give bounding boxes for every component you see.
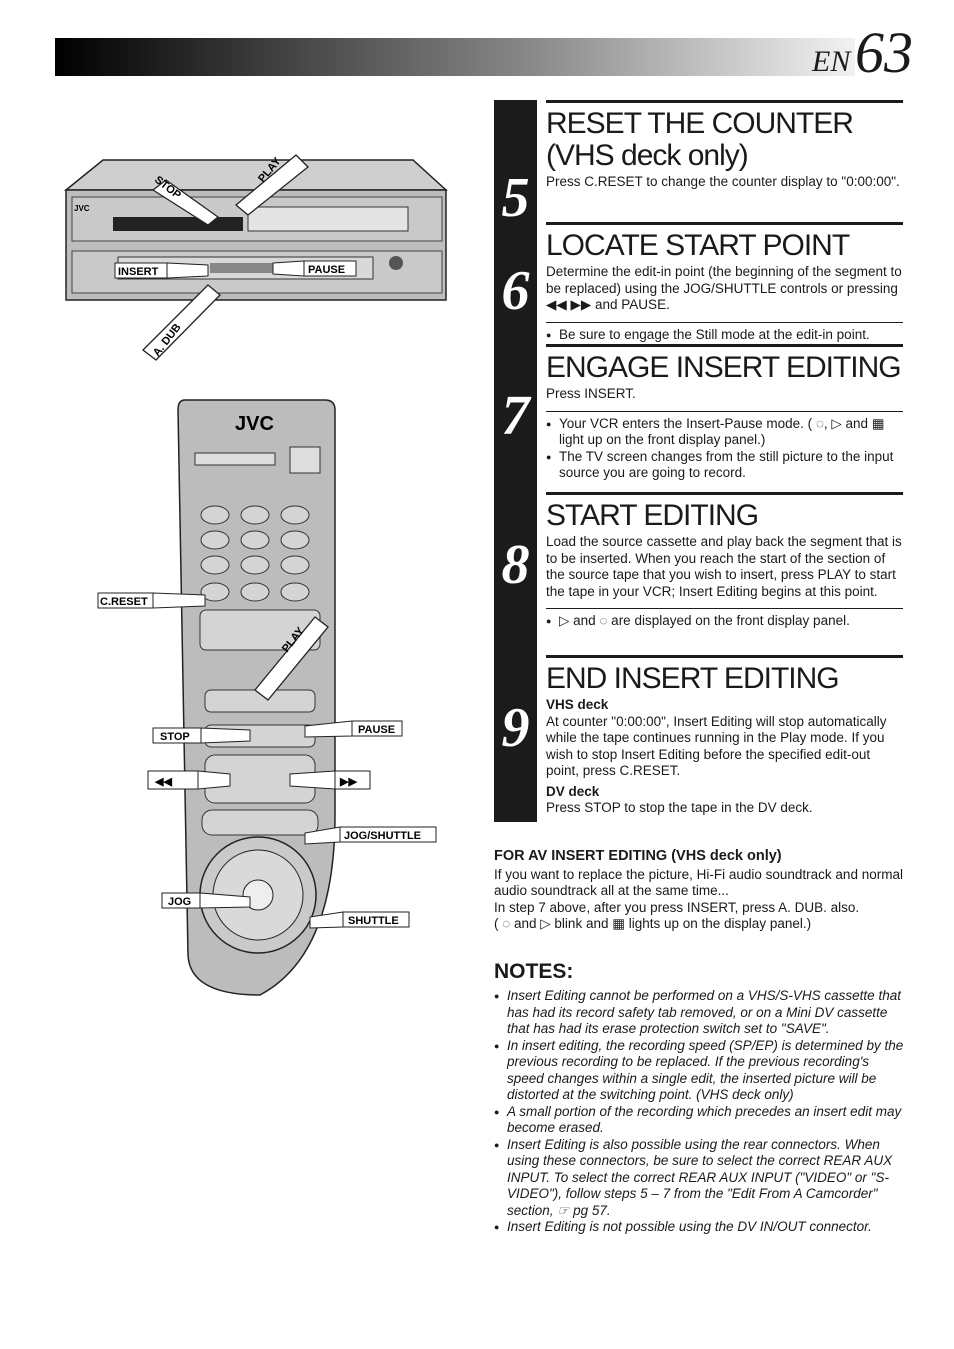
av-insert-title: FOR AV INSERT EDITING (VHS deck only) xyxy=(494,848,782,864)
remote-jog-label: JOG xyxy=(168,896,191,908)
step-number-5: 5 xyxy=(501,167,530,229)
step-5-section: RESET THE COUNTER (VHS deck only) Press … xyxy=(546,100,903,191)
note-item: In insert editing, the recording speed (… xyxy=(494,1038,904,1104)
deck-insert-label: INSERT xyxy=(118,266,159,278)
av-insert-line2: In step 7 above, after you press INSERT,… xyxy=(494,899,860,915)
step-9-vhs-body: At counter "0:00:00", Insert Editing wil… xyxy=(546,713,887,779)
step-6-section: LOCATE START POINT Determine the edit-in… xyxy=(546,222,903,343)
step-7-section: ENGAGE INSERT EDITING Press INSERT. Your… xyxy=(546,344,903,482)
step-number-column: 5 6 7 8 9 xyxy=(494,100,537,822)
remote-rewind-label: ◀◀ xyxy=(154,776,172,788)
remote-ffwd-label: ▶▶ xyxy=(339,776,357,788)
remote-control-illustration: JVC C.RESET PLAY STOP PAUSE ◀◀ ▶▶ JOG/SH… xyxy=(97,399,437,996)
note-item: Insert Editing is also possible using th… xyxy=(494,1137,904,1220)
note-item: A small portion of the recording which p… xyxy=(494,1104,904,1137)
step-number-9: 9 xyxy=(501,697,530,759)
remote-c-reset-label: C.RESET xyxy=(100,596,148,608)
step-8-body: Load the source cassette and play back t… xyxy=(546,534,902,599)
deck-brand-logo: JVC xyxy=(74,204,90,213)
language-label: EN xyxy=(812,45,851,78)
step-number-6: 6 xyxy=(501,260,530,322)
step-6-title: LOCATE START POINT xyxy=(546,229,850,262)
step-9-section: END INSERT EDITING VHS deck At counter "… xyxy=(546,655,903,817)
vcr-deck-illustration: JVC STOP PLAY INSERT PAUSE A. DUB xyxy=(63,154,448,361)
step-7-bullet: Your VCR enters the Insert-Pause mode. (… xyxy=(546,416,903,449)
step-8-title: START EDITING xyxy=(546,499,759,532)
step-5-body: Press C.RESET to change the counter disp… xyxy=(546,174,900,189)
step-9-dv-title: DV deck xyxy=(546,783,600,799)
step-number-8: 8 xyxy=(501,534,530,596)
av-insert-line3: ( ◌ and ▷ blink and ▦ lights up on the d… xyxy=(494,916,812,931)
step-number-7: 7 xyxy=(501,385,530,447)
note-item: Insert Editing is not possible using the… xyxy=(494,1219,904,1236)
step-5-title-line2: (VHS deck only) xyxy=(546,139,749,172)
deck-pause-label: PAUSE xyxy=(308,264,345,276)
remote-jog-shuttle-label: JOG/SHUTTLE xyxy=(344,830,421,842)
remote-shuttle-label: SHUTTLE xyxy=(348,915,399,927)
step-9-vhs-title: VHS deck xyxy=(546,697,609,712)
av-insert-section: FOR AV INSERT EDITING (VHS deck only) If… xyxy=(494,848,904,933)
av-insert-line1: If you want to replace the picture, Hi-F… xyxy=(494,866,903,899)
remote-brand-logo: JVC xyxy=(235,413,274,435)
remote-stop-label: STOP xyxy=(160,731,190,743)
step-8-section: START EDITING Load the source cassette a… xyxy=(546,492,903,630)
notes-title: NOTES: xyxy=(494,960,574,983)
step-7-bullet: The TV screen changes from the still pic… xyxy=(546,449,903,482)
step-6-body: Determine the edit-in point (the beginni… xyxy=(546,264,902,312)
notes-list: Insert Editing cannot be performed on a … xyxy=(494,988,904,1236)
step-9-title: END INSERT EDITING xyxy=(546,662,840,695)
step-9-dv-body: Press STOP to stop the tape in the DV de… xyxy=(546,800,813,815)
page-number: 63 xyxy=(855,20,913,85)
step-5-title-line1: RESET THE COUNTER xyxy=(546,107,854,140)
step-8-bullet: ▷ and ◌ are displayed on the front displ… xyxy=(546,613,903,630)
step-5-title: RESET THE COUNTER (VHS deck only) xyxy=(546,108,903,172)
remote-pause-label: PAUSE xyxy=(358,724,395,736)
step-7-title: ENGAGE INSERT EDITING xyxy=(546,351,902,384)
step-6-bullet: Be sure to engage the Still mode at the … xyxy=(546,327,903,344)
step-7-body: Press INSERT. xyxy=(546,386,636,401)
header-gradient-bar xyxy=(55,38,855,76)
note-item: Insert Editing cannot be performed on a … xyxy=(494,988,904,1038)
